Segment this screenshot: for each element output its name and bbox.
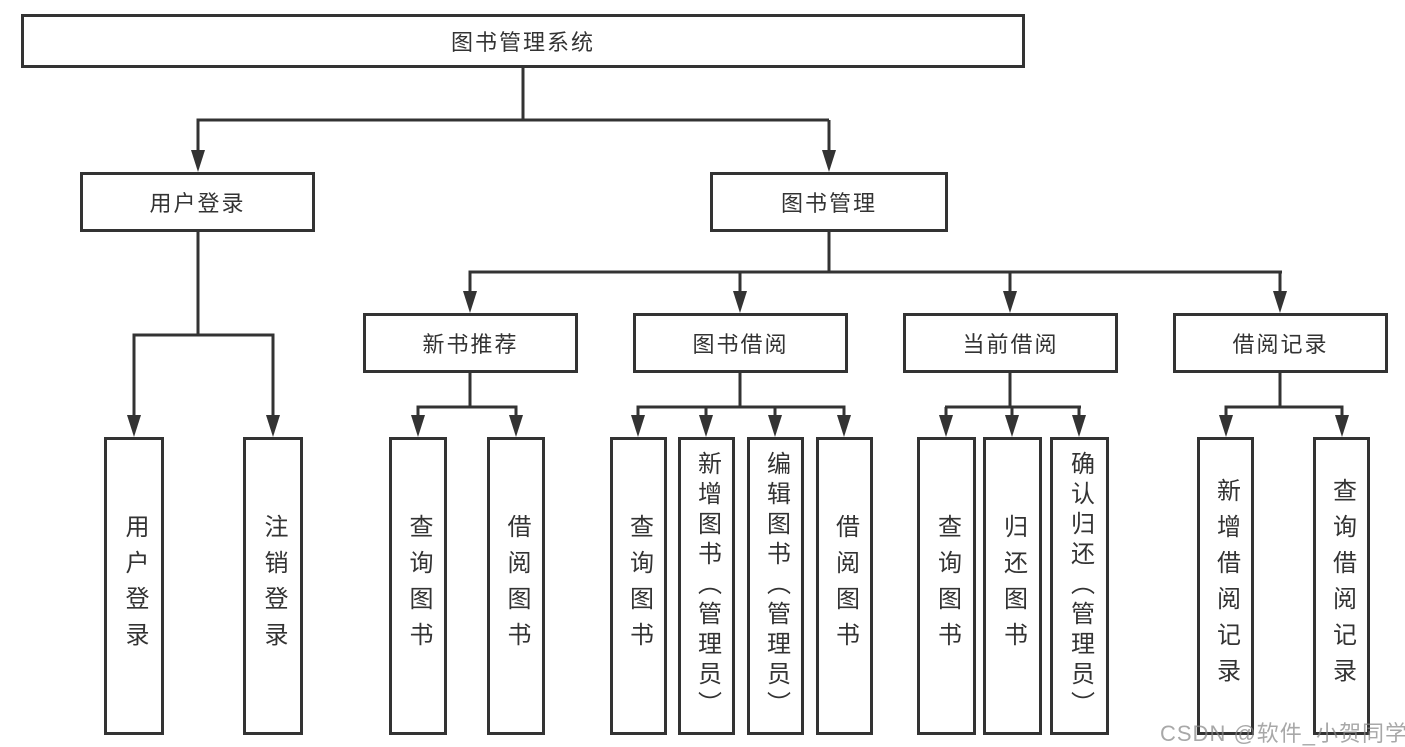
arrowheads [127,150,1349,437]
leaf-borrow-edit-label: 编辑图书（管理员） [762,451,790,721]
leaf-current-confirm: 确认归还（管理员） [1050,437,1109,735]
node-current-borrow-label: 当前借阅 [962,332,1059,357]
leaf-current-confirm-label: 确认归还（管理员） [1066,451,1094,721]
node-new-book-rec: 新书推荐 [363,313,578,373]
leaf-newbook-query-label: 查询图书 [405,514,432,658]
node-book-borrow: 图书借阅 [633,313,848,373]
leaf-borrow-add-label: 新增图书（管理员） [693,451,721,721]
leaf-record-add-label: 新增借阅记录 [1212,478,1240,694]
leaf-current-return: 归还图书 [983,437,1042,735]
leaf-borrow-add: 新增图书（管理员） [678,437,735,735]
leaf-current-query: 查询图书 [917,437,976,735]
node-current-borrow: 当前借阅 [903,313,1118,373]
leaf-borrow-borrow-label: 借阅图书 [831,514,859,658]
leaf-borrow-query: 查询图书 [610,437,667,735]
leaf-record-add: 新增借阅记录 [1197,437,1254,735]
leaf-newbook-borrow: 借阅图书 [487,437,545,735]
node-borrow-record: 借阅记录 [1173,313,1388,373]
node-root: 图书管理系统 [21,14,1025,68]
node-book-mgmt-branch: 图书管理 [710,172,948,232]
leaf-current-return-label: 归还图书 [999,514,1027,658]
leaf-record-query-label: 查询借阅记录 [1328,478,1356,694]
leaf-newbook-query: 查询图书 [389,437,447,735]
watermark: CSDN @软件_小贺同学 [1160,721,1405,746]
node-user-login-branch-label: 用户登录 [149,191,246,216]
leaf-user-login: 用户登录 [104,437,164,735]
leaf-user-login-label: 用户登录 [121,514,148,658]
leaf-borrow-query-label: 查询图书 [625,514,653,658]
leaf-borrow-borrow: 借阅图书 [816,437,873,735]
node-new-book-rec-label: 新书推荐 [422,332,519,357]
node-borrow-record-label: 借阅记录 [1232,332,1329,357]
leaf-borrow-edit: 编辑图书（管理员） [747,437,804,735]
leaf-logout: 注销登录 [243,437,303,735]
node-book-mgmt-branch-label: 图书管理 [780,191,877,216]
leaf-logout-label: 注销登录 [260,514,287,658]
leaf-current-query-label: 查询图书 [933,514,961,658]
leaf-newbook-borrow-label: 借阅图书 [503,514,530,658]
node-book-borrow-label: 图书借阅 [692,332,789,357]
node-root-label: 图书管理系统 [450,30,595,55]
node-user-login-branch: 用户登录 [80,172,315,232]
leaf-record-query: 查询借阅记录 [1313,437,1370,735]
